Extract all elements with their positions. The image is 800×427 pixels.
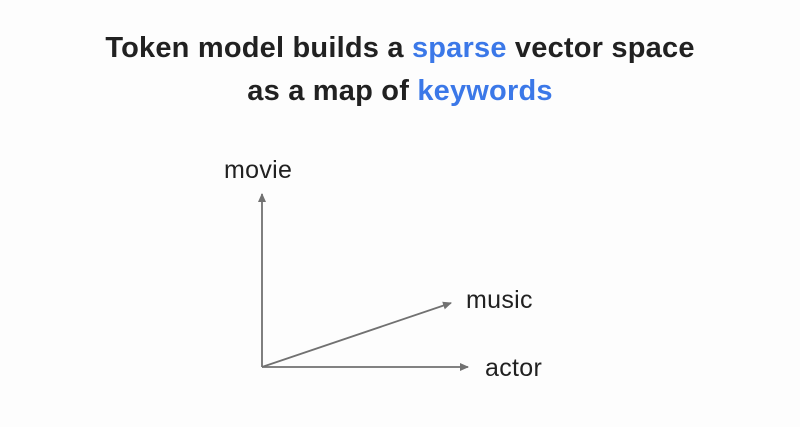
title-accent-sparse: sparse [411, 32, 507, 64]
axis-label-movie: movie [224, 156, 293, 184]
axis-label-music: music [466, 286, 533, 314]
axis-label-actor: actor [485, 354, 543, 382]
title-text-segment: vector space [506, 32, 695, 64]
title-text-segment: as a map of [247, 75, 418, 107]
music-axis-arrow [261, 301, 452, 368]
title-line-1: Token model builds a sparse vector space [0, 27, 800, 70]
title-line-2: as a map of keywords [0, 70, 800, 113]
title-text-segment: Token model builds a [105, 32, 412, 64]
page-title: Token model builds a sparse vector space… [0, 27, 800, 113]
title-accent-keywords: keywords [417, 75, 553, 107]
